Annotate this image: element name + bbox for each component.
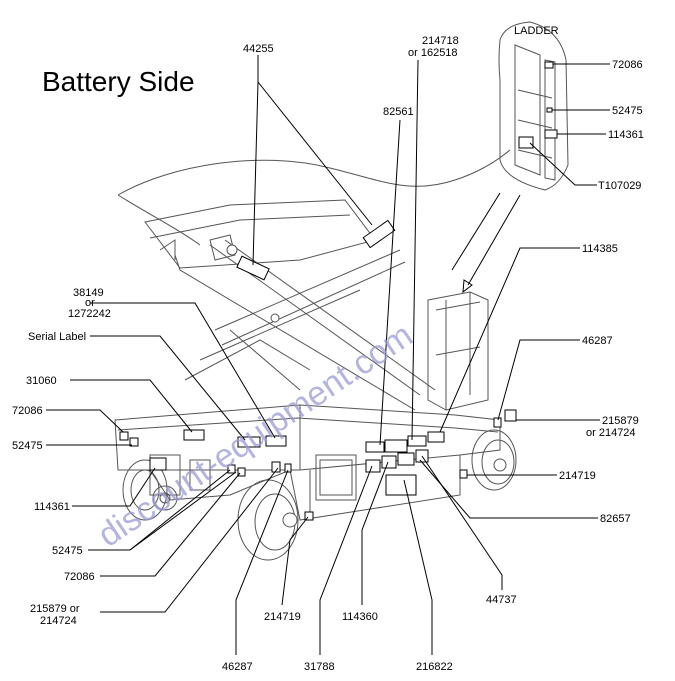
label-38149: 38149 [73,287,104,299]
label-215879-right: 215879 [602,415,639,427]
label-214719-right: 214719 [559,470,596,482]
ladder-inset: LADDER [498,21,569,191]
label-serial: Serial Label [28,331,86,343]
label-214718: 214718 [422,35,459,47]
label-52475-ladder: 52475 [612,105,643,117]
label-214724-right: or 214724 [586,427,636,439]
label-52475-bottom: 52475 [52,545,83,557]
label-38149-or: or [85,297,95,309]
label-214724-left: 214724 [40,615,77,627]
label-114361-ladder: 114361 [608,129,644,141]
label-214718-alt: or 162518 [408,47,458,59]
label-214719-bottom: 214719 [264,611,301,623]
page-title: Battery Side [42,66,195,97]
label-216822: 216822 [416,661,453,673]
label-114361-left: 114361 [34,501,70,513]
label-31060: 31060 [26,375,57,387]
label-44255: 44255 [243,43,274,55]
label-46287-bottom: 46287 [222,661,253,673]
label-72086-left: 72086 [12,405,43,417]
label-72086-bottom: 72086 [64,571,95,583]
part-labels: 44255 214718 or 162518 82561 72086 52475… [12,35,644,673]
label-215879-left: 215879 or [30,603,80,615]
decals [119,61,558,521]
label-46287-right: 46287 [582,335,613,347]
label-t107029: T107029 [598,180,641,192]
label-114385: 114385 [582,243,618,255]
label-82561: 82561 [383,106,414,118]
label-44737: 44737 [486,594,517,606]
label-114360: 114360 [342,611,378,623]
label-52475-left: 52475 [12,440,43,452]
label-82657: 82657 [600,513,631,525]
label-31788: 31788 [304,661,335,673]
leader-lines [46,55,610,655]
label-72086-ladder: 72086 [612,59,643,71]
ladder-label: LADDER [514,25,559,37]
label-1272242: 1272242 [68,308,111,320]
